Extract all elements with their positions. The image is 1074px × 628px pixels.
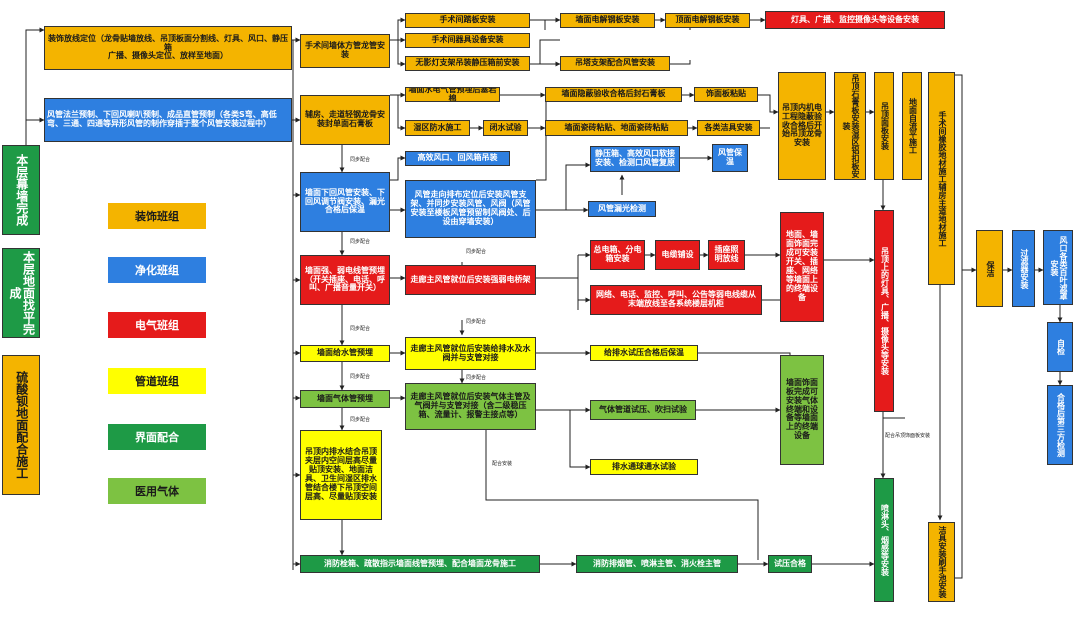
cleaning-node: 保洁 xyxy=(976,230,1003,307)
legend-electrical: 电气班组 xyxy=(108,312,206,338)
floor-level-complete: 本层地面找平完成 xyxy=(2,248,40,338)
ceiling-drain-node: 吊顶内排水结合吊顶夹层内空间层高尽量贴顶安装、地面洁具、卫生间湿区排水管结合楼下… xyxy=(300,430,382,520)
gas-terminal-node: 墙面饰面板完成可安装气体终端和设备等墙面上的终端设备 xyxy=(780,355,824,465)
outlet-clean-node: 风口各类百叶滤罩安装 xyxy=(1043,230,1073,305)
sync-label-4: 同步配合 xyxy=(350,374,371,380)
socket-wire-node: 插座照明放线 xyxy=(708,240,745,270)
legend-decoration: 装饰班组 xyxy=(108,203,206,229)
duct-prefab-node: 风管法兰预制、下回风喇叭预制、成品直管预制（各类S弯、高低弯、三通、四通等异形风… xyxy=(44,98,292,142)
return-duct-node: 墙面下回风管安装、下回风调节阀安装、漏光合格后保温 xyxy=(300,172,390,232)
fire-spray-node: 消防排烟管、喷淋主管、消火栓主管 xyxy=(576,555,738,573)
legend-interface: 界面配合 xyxy=(108,424,206,450)
wall-plumbing-plug-node: 墙面水电气管预埋后塞岩棉 xyxy=(405,87,500,102)
lights-broadcast-node: 灯具、广播、监控摄像头等设备安装 xyxy=(765,11,945,29)
corridor-gas-node: 走廊主风管就位后安装气体主管及气阀并与支管对接（含二级稳压箱、流量计、报警主接点… xyxy=(405,383,536,430)
water-pipe-embed-node: 墙面给水管预埋 xyxy=(300,345,390,362)
duct-insulation-node: 风管保温 xyxy=(712,144,748,172)
legend-pipeline: 管道班组 xyxy=(108,368,206,394)
wall-concealed-node: 墙面隐蔽验收合格后封石膏板 xyxy=(545,87,682,102)
closed-water-test-node: 闭水试验 xyxy=(483,120,528,136)
deco-position-node: 装饰放线定位（龙骨贴墙放线、吊顶板面分割线、灯具、风口、静压箱 广播、摄像头定位… xyxy=(44,26,292,70)
corridor-water-node: 走廊主风管就位后安装给排水及水阀并与支管对接 xyxy=(405,337,536,370)
legend-purification: 净化班组 xyxy=(108,257,206,283)
gas-test-node: 气体管道试压、吹扫试验 xyxy=(590,400,696,420)
coop-ceiling-label: 配合吊顶饰面板安装 xyxy=(885,433,931,439)
curtain-wall-complete: 本层幕墙完成 xyxy=(2,145,40,235)
sanitary-faucet-node: 洁具安装刷手池安装 xyxy=(928,522,955,602)
cable-lay-node: 电缆铺设 xyxy=(655,240,700,270)
coop-install-label: 配合安装 xyxy=(492,461,513,467)
sync-label-5: 同步配合 xyxy=(350,417,371,423)
self-check-node: 自检 xyxy=(1047,322,1073,372)
wet-waterproof-node: 湿区防水施工 xyxy=(405,120,470,136)
legend-medical-gas: 医用气体 xyxy=(108,478,206,504)
sync-label-2: 同步配合 xyxy=(350,239,371,245)
finish-panel-node: 饰面板粘贴 xyxy=(694,87,758,102)
network-cable-node: 网络、电话、监控、呼叫、公告等弱电线缆从末端放线至各系统楼层机柜 xyxy=(590,285,762,315)
wall-floor-tile-node: 墙面瓷砖粘贴、地面瓷砖粘贴 xyxy=(545,120,688,136)
electric-conduit-node: 墙面强、弱电线管预埋（开关插座、电话、呼叫、广播音量开关） xyxy=(300,255,390,305)
ceiling-gypsum-node: 吊顶石膏板安装湿区铝扣板安装 xyxy=(834,72,866,180)
op-wall-keel-node: 手术间墙体方管龙管安装 xyxy=(300,34,390,68)
duct-leak-node: 风管漏光检测 xyxy=(588,201,656,217)
wall-electrolytic-node: 墙面电解钢板安装 xyxy=(560,13,655,28)
third-party-node: 合格后第三方检测 xyxy=(1047,385,1073,465)
gas-pipe-embed-node: 墙面气体管预埋 xyxy=(300,390,390,408)
sync-label-1: 同步配合 xyxy=(350,157,371,163)
sprinkler-node: 喷淋头、烟感等安装 xyxy=(874,478,894,602)
ceiling-panel-node: 吊顶面板安装 xyxy=(874,72,894,180)
corridor-duct-node: 风管走向排布定位后安装风管支架、并同步安装风管、风阀（风管安装至楼板风管预留制风… xyxy=(405,180,536,238)
ceiling-inspect-node: 吊顶内机电工程隐蔽验收合格后开始吊顶龙骨安装 xyxy=(778,72,826,180)
corridor-tray-node: 走廊主风管就位后安装强弱电桥架 xyxy=(405,265,536,295)
ceiling-electrolytic-node: 顶面电解钢板安装 xyxy=(665,13,750,28)
water-test-insul-node: 给排水试压合格后保温 xyxy=(590,345,698,361)
sync-label-8: 同步配合 xyxy=(466,375,487,381)
ceiling-lamp-node: 吊顶上的灯具、广播、摄像头等安装 xyxy=(874,210,894,412)
static-box-node: 静压箱、高效风口软接安装、检测口风管复原 xyxy=(590,146,680,172)
sync-label-3: 同步配合 xyxy=(350,326,371,332)
pressure-ok-node: 试压合格 xyxy=(768,555,812,573)
hepa-return-node: 高效风口、回风箱吊装 xyxy=(405,151,510,166)
filter-node: 过滤器安装 xyxy=(1012,230,1035,307)
barium-floor-node: 硫酸钡地面配合施工 xyxy=(2,355,40,495)
fire-pipe-node: 消防栓箱、疏散指示墙面线管预埋、配合墙面龙骨施工 xyxy=(300,555,540,573)
shadowless-lamp-node: 无影灯支架吊装静压箱前安装 xyxy=(405,56,530,71)
floor-self-level-node: 地面自流平施工 xyxy=(902,72,922,180)
sanitary-node: 各类洁具安装 xyxy=(697,120,760,136)
wall-floor-socket-node: 地面、墙面饰面完成可安装开关、插座、网络等墙面上的终端设备 xyxy=(780,212,824,322)
op-stair-panel-node: 手术间踏板安装 xyxy=(405,13,530,28)
rubber-floor-node: 手术间橡胶地材施工辅房主道地材施工 xyxy=(928,72,955,285)
drain-test-node: 排水通球通水试验 xyxy=(590,459,698,475)
distribution-box-node: 总电箱、分电箱安装 xyxy=(590,240,645,270)
op-equipment-node: 手术间器具设备安装 xyxy=(405,33,530,48)
aux-light-keel-node: 辅房、走道轻钢龙骨安装封单面石膏板 xyxy=(300,95,390,145)
sync-label-6: 同步配合 xyxy=(466,249,487,255)
hanger-duct-node: 吊塔支架配合风管安装 xyxy=(560,56,670,71)
sync-label-7: 同步配合 xyxy=(466,319,487,325)
